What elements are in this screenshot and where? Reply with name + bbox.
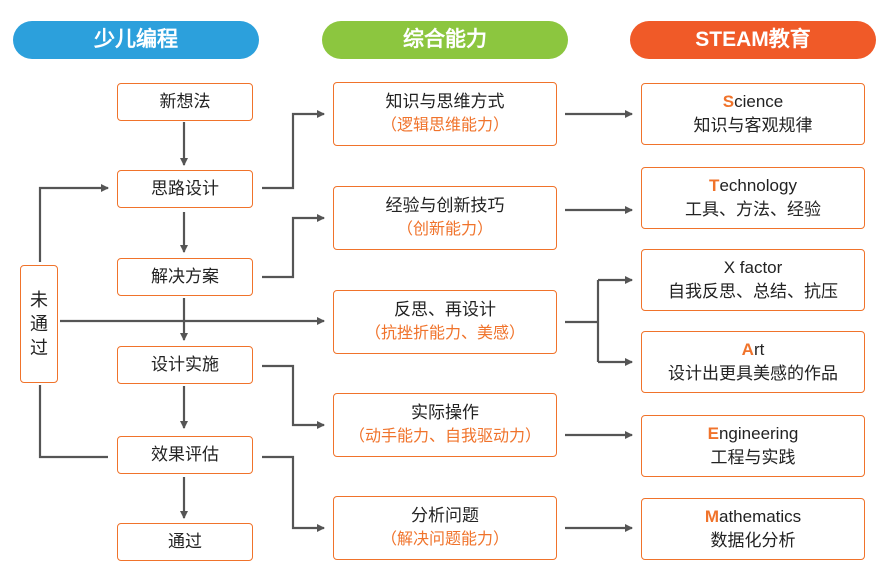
steam-science: Science 知识与客观规律 (641, 83, 865, 145)
ability-sub: （动手能力、自我驱动力） (348, 428, 541, 445)
step-label: 思路设计 (151, 179, 219, 198)
step-label: 解决方案 (151, 267, 219, 286)
step-label: 新想法 (159, 92, 211, 111)
ability-sub: （创新能力） (396, 221, 493, 238)
header-steam: STEAM教育 (630, 21, 876, 59)
ability-title: 分析问题 (411, 506, 479, 525)
step-label: 设计实施 (151, 355, 219, 374)
ability-knowledge: 知识与思维方式 （逻辑思维能力） (333, 82, 557, 146)
steam-title: X factor (724, 256, 783, 280)
steam-rest: echnology (719, 176, 797, 195)
steam-desc: 工具、方法、经验 (685, 200, 821, 219)
ability-reflection: 反思、再设计 （抗挫折能力、美感） (333, 290, 557, 354)
steam-title: Mathematics (705, 505, 801, 529)
steam-title: Engineering (708, 422, 799, 446)
ability-title: 经验与创新技巧 (385, 196, 505, 215)
steam-title: Technology (709, 174, 797, 198)
step-evaluation: 效果评估 (117, 436, 253, 474)
steam-rest: athematics (718, 507, 802, 526)
step-implementation: 设计实施 (117, 346, 253, 384)
steam-rest: cience (734, 92, 784, 111)
steam-letter: M (704, 507, 719, 526)
steam-desc: 知识与客观规律 (693, 116, 813, 135)
steam-letter: E (707, 424, 719, 443)
ability-sub: （解决问题能力） (380, 531, 509, 548)
ability-title: 知识与思维方式 (385, 92, 505, 111)
steam-rest: ngineering (718, 424, 799, 443)
step-idea-design: 思路设计 (117, 170, 253, 208)
step-label: 效果评估 (151, 445, 219, 464)
step-solution: 解决方案 (117, 258, 253, 296)
step-label: 通过 (168, 532, 202, 551)
steam-technology: Technology 工具、方法、经验 (641, 167, 865, 229)
ability-analysis: 分析问题 （解决问题能力） (333, 496, 557, 560)
steam-art: Art 设计出更具美感的作品 (641, 331, 865, 393)
header-abilities: 综合能力 (322, 21, 568, 59)
step-new-idea: 新想法 (117, 83, 253, 121)
not-passed-char: 通 (30, 314, 48, 334)
steam-rest: X factor (723, 258, 783, 277)
ability-title: 实际操作 (411, 403, 479, 422)
steam-rest: rt (753, 340, 765, 359)
not-passed-char: 过 (30, 338, 48, 358)
ability-practice: 实际操作 （动手能力、自我驱动力） (333, 393, 557, 457)
not-passed-box: 未 通 过 (20, 265, 58, 383)
steam-title: Art (742, 338, 765, 362)
steam-desc: 工程与实践 (710, 448, 796, 467)
header-coding: 少儿编程 (13, 21, 259, 59)
steam-desc: 自我反思、总结、抗压 (668, 282, 838, 301)
steam-letter: S (722, 92, 735, 111)
ability-experience: 经验与创新技巧 （创新能力） (333, 186, 557, 250)
not-passed-char: 未 (30, 290, 48, 310)
steam-letter: T (709, 176, 720, 195)
step-passed: 通过 (117, 523, 253, 561)
ability-sub: （逻辑思维能力） (380, 117, 509, 134)
steam-letter: A (741, 340, 754, 359)
steam-engineering: Engineering 工程与实践 (641, 415, 865, 477)
steam-mathematics: Mathematics 数据化分析 (641, 498, 865, 560)
ability-title: 反思、再设计 (394, 300, 496, 319)
steam-desc: 设计出更具美感的作品 (668, 364, 838, 383)
steam-desc: 数据化分析 (710, 531, 796, 550)
steam-xfactor: X factor 自我反思、总结、抗压 (641, 249, 865, 311)
steam-title: Science (723, 90, 783, 114)
ability-sub: （抗挫折能力、美感） (364, 325, 525, 342)
